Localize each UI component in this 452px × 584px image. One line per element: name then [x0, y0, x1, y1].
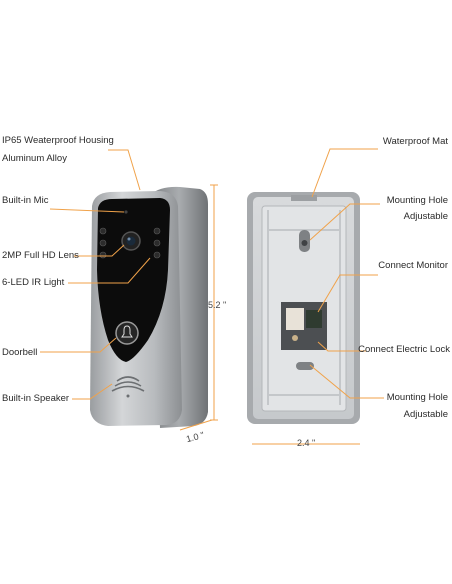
label-housing: IP65 Weaterproof Housing — [2, 135, 114, 146]
label-ir-light: 6-LED IR Light — [2, 277, 65, 288]
leader-lines — [40, 148, 384, 400]
label-mounting-hole-top: Mounting Hole — [386, 195, 448, 206]
label-lens: 2MP Full HD Lens — [2, 250, 79, 261]
bell-button — [115, 321, 139, 345]
dimension-lines — [179, 184, 360, 445]
label-mounting-hole-bottom: Mounting Hole — [386, 392, 448, 403]
bottom-mounting-slot — [296, 362, 314, 370]
label-speaker: Built-in Speaker — [2, 393, 70, 404]
doorbell-black-face — [97, 198, 170, 362]
label-adjustable-bottom: Adjustable — [403, 409, 448, 420]
speaker-grille-icon — [111, 376, 145, 398]
label-alloy: Aluminum Alloy — [2, 153, 67, 164]
ir-led-group — [99, 227, 161, 259]
dimension-width: 2.4 " — [297, 438, 316, 448]
label-connect-monitor: Connect Monitor — [378, 260, 448, 271]
label-doorbell: Doorbell — [2, 347, 38, 358]
label-mic: Built-in Mic — [2, 195, 49, 206]
label-connect-electric-lock: Connect Electric Lock — [358, 344, 450, 355]
mic-hole — [124, 210, 128, 214]
back-plate — [247, 192, 360, 424]
dimension-height: 5.2 " — [208, 300, 227, 310]
label-waterproof-mat: Waterproof Mat — [382, 136, 448, 147]
bell-icon — [121, 325, 133, 338]
label-adjustable-top: Adjustable — [403, 211, 448, 222]
doorbell-front-unit — [90, 186, 208, 428]
